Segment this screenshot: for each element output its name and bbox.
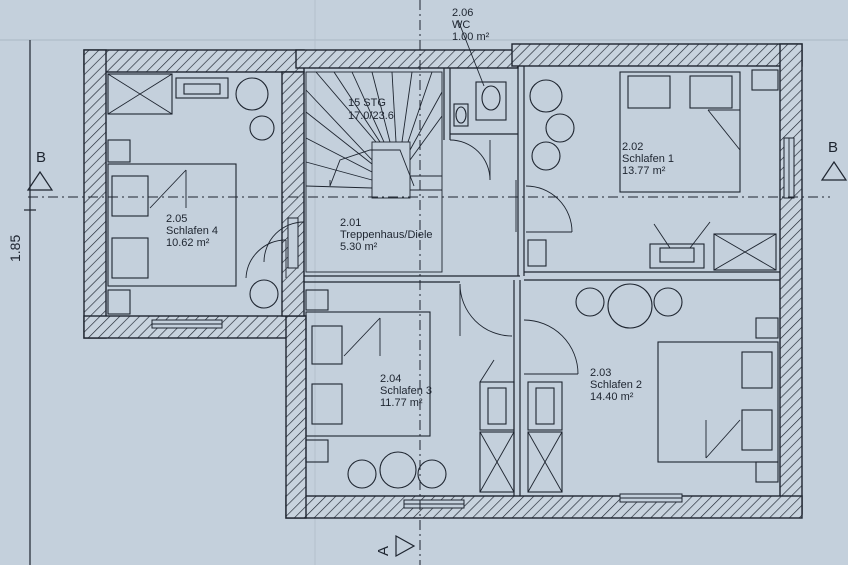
svg-text:Treppenhaus/Diele: Treppenhaus/Diele xyxy=(340,229,433,241)
svg-text:5.30 m²: 5.30 m² xyxy=(340,241,378,253)
room-label-wc: 2.06 WC 1.00 m² xyxy=(452,7,490,43)
svg-text:2.03: 2.03 xyxy=(590,367,611,379)
svg-text:Schlafen 4: Schlafen 4 xyxy=(166,225,218,237)
wc-fixtures xyxy=(453,19,507,127)
furniture-schlafen-4 xyxy=(107,73,287,315)
room-label-schlafen-3: 2.04 Schlafen 3 11.77 m² xyxy=(380,373,432,409)
svg-text:Schlafen 3: Schlafen 3 xyxy=(380,385,432,397)
svg-text:14.40 m²: 14.40 m² xyxy=(590,391,634,403)
svg-text:2.04: 2.04 xyxy=(380,373,401,385)
room-label-schlafen-2: 2.03 Schlafen 2 14.40 m² xyxy=(590,367,642,403)
section-label-a: A xyxy=(375,546,392,556)
section-line-b xyxy=(26,160,848,198)
svg-text:13.77 m²: 13.77 m² xyxy=(622,165,666,177)
room-label-treppenhaus: 2.01 Treppenhaus/Diele 5.30 m² xyxy=(340,217,433,253)
section-label-b-left: B xyxy=(36,149,46,166)
svg-text:2.02: 2.02 xyxy=(622,141,643,153)
furniture-schlafen-3 xyxy=(305,283,515,493)
windows xyxy=(151,137,795,509)
svg-text:2.05: 2.05 xyxy=(166,213,187,225)
furniture-schlafen-1 xyxy=(525,69,779,271)
section-line-a xyxy=(395,0,421,565)
furniture-schlafen-2 xyxy=(523,283,779,493)
svg-text:2.06: 2.06 xyxy=(452,7,473,19)
room-label-schlafen-1: 2.02 Schlafen 1 13.77 m² xyxy=(622,141,674,177)
svg-text:2.01: 2.01 xyxy=(340,217,361,229)
dimension-line: 1.85 xyxy=(7,40,36,565)
staircase: 15 STG 17.0/23.6 xyxy=(305,71,443,273)
svg-text:1.00 m²: 1.00 m² xyxy=(452,31,490,43)
svg-text:11.77 m²: 11.77 m² xyxy=(380,397,423,409)
walls xyxy=(83,43,803,519)
section-label-b-right: B xyxy=(828,139,838,156)
room-label-schlafen-4: 2.05 Schlafen 4 10.62 m² xyxy=(166,213,218,249)
svg-text:Schlafen 2: Schlafen 2 xyxy=(590,379,642,391)
svg-text:WC: WC xyxy=(452,19,470,31)
svg-text:Schlafen 1: Schlafen 1 xyxy=(622,153,674,165)
hall-doors xyxy=(263,139,517,263)
stairs-steps: 15 STG xyxy=(348,97,386,109)
dimension-text: 1.85 xyxy=(7,235,23,262)
svg-text:10.62 m²: 10.62 m² xyxy=(166,237,210,249)
stairs-ratio: 17.0/23.6 xyxy=(348,110,394,122)
